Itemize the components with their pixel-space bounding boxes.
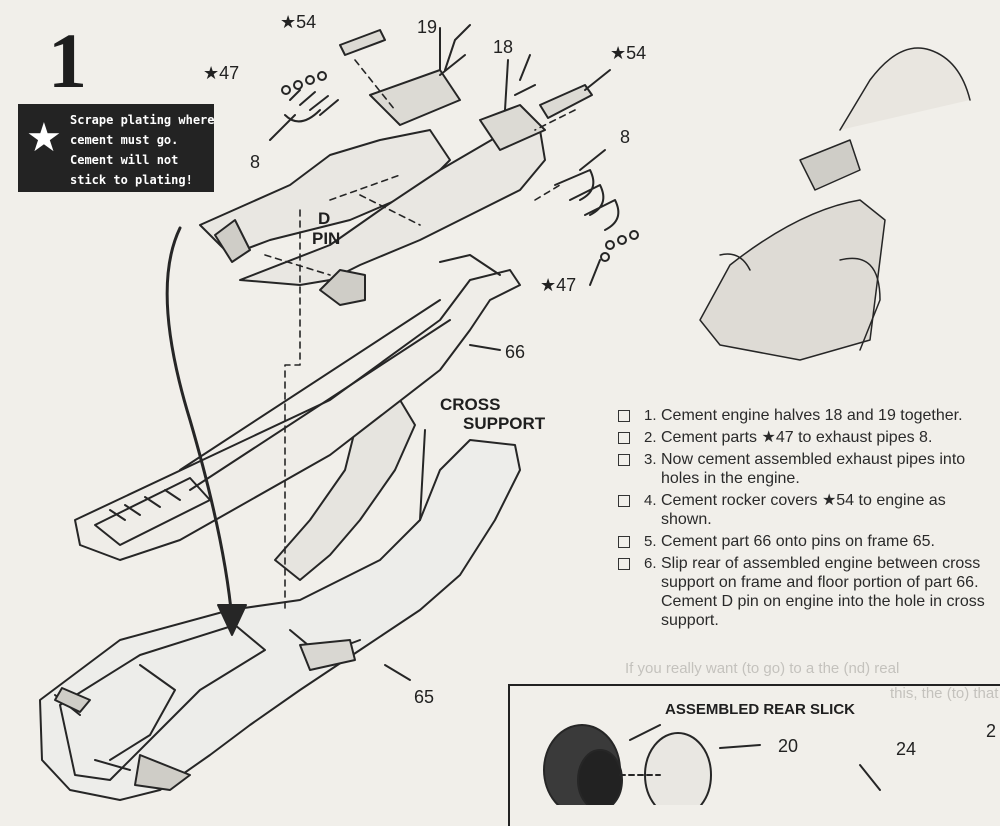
exhaust-pipes-left (284, 89, 339, 123)
bleed-through-line-1: If you really want (to go) to a the (nd)… (625, 660, 900, 677)
instruction-5-checkbox[interactable] (618, 536, 630, 548)
tip-line-2: cement must go. (70, 133, 179, 147)
instruction-5-text: Cement part 66 onto pins on frame 65. (661, 533, 935, 550)
instruction-1-text: Cement engine halves 18 and 19 together. (661, 407, 963, 424)
instruction-2-number: 2. (644, 429, 657, 446)
callout-part-66: 66 (505, 342, 526, 362)
callout-part-18: 18 (493, 37, 514, 57)
exploded-assembly-diagram (39, 24, 971, 805)
callout-part-54-right: ★54 (610, 43, 647, 63)
callout-part-19: 19 (417, 17, 438, 37)
instruction-3-checkbox[interactable] (618, 454, 630, 466)
rear-slick-box (508, 684, 1000, 826)
callout-part-24: 24 (896, 739, 917, 759)
instruction-3-number: 3. (644, 451, 657, 468)
instruction-1-number: 1. (644, 407, 657, 424)
scrape-plating-tip: ★ Scrape plating where cement must go. C… (18, 104, 215, 192)
tip-line-1: Scrape plating where (70, 113, 215, 127)
instruction-4: 4.Cement rocker covers ★54 to engine as … (618, 491, 996, 529)
instruction-1: 1.Cement engine halves 18 and 19 togethe… (618, 406, 996, 425)
callout-part-8-right: 8 (620, 127, 631, 147)
bleed-through-line-2: this, the (to) that (890, 685, 999, 702)
instruction-4-checkbox[interactable] (618, 495, 630, 507)
instruction-1-checkbox[interactable] (618, 410, 630, 422)
frame-65 (39, 399, 521, 801)
callout-part-20: 20 (778, 736, 799, 756)
instruction-list: 1.Cement engine halves 18 and 19 togethe… (618, 406, 996, 633)
callout-d-pin-pin: PIN (312, 229, 341, 248)
callout-d-pin-d: D (318, 209, 331, 228)
callout-part-65: 65 (414, 687, 435, 707)
instruction-2-text: Cement parts ★47 to exhaust pipes 8. (661, 429, 933, 446)
instruction-6-number: 6. (644, 555, 657, 572)
instruction-5-number: 5. (644, 533, 657, 550)
instruction-6-text: Slip rear of assembled engine between cr… (661, 555, 985, 629)
instruction-3-text: Now cement assembled exhaust pipes into … (661, 451, 966, 487)
callout-support: SUPPORT (463, 414, 546, 433)
callout-part-47-right: ★47 (540, 275, 577, 295)
rear-slick-title: ASSEMBLED REAR SLICK (665, 701, 856, 718)
step-number: 1 (48, 17, 87, 104)
hands-photo (699, 47, 971, 361)
engine-block (199, 24, 546, 306)
instruction-4-number: 4. (644, 492, 657, 509)
instruction-6: 6.Slip rear of assembled engine between … (618, 554, 996, 630)
instruction-2: 2.Cement parts ★47 to exhaust pipes 8. (618, 428, 996, 447)
callout-cross: CROSS (440, 395, 501, 414)
callout-edge-2: 2 (986, 721, 997, 741)
callout-part-8-left: 8 (250, 152, 261, 172)
rocker-cover-right (539, 84, 593, 119)
rear-slick-parts (543, 724, 881, 805)
tip-line-4: stick to plating! (70, 173, 193, 187)
instruction-5: 5.Cement part 66 onto pins on frame 65. (618, 532, 996, 551)
rocker-cover-left (339, 29, 386, 56)
instruction-4-text: Cement rocker covers ★54 to engine as sh… (661, 492, 946, 528)
exhaust-pipes-right (554, 169, 620, 231)
callout-part-47-left: ★47 (203, 63, 240, 83)
instruction-3: 3.Now cement assembled exhaust pipes int… (618, 450, 996, 488)
star-icon: ★ (26, 116, 62, 160)
callout-part-54-top: ★54 (280, 12, 317, 32)
tip-line-3: Cement will not (70, 153, 179, 167)
instruction-6-checkbox[interactable] (618, 558, 630, 570)
instruction-2-checkbox[interactable] (618, 432, 630, 444)
